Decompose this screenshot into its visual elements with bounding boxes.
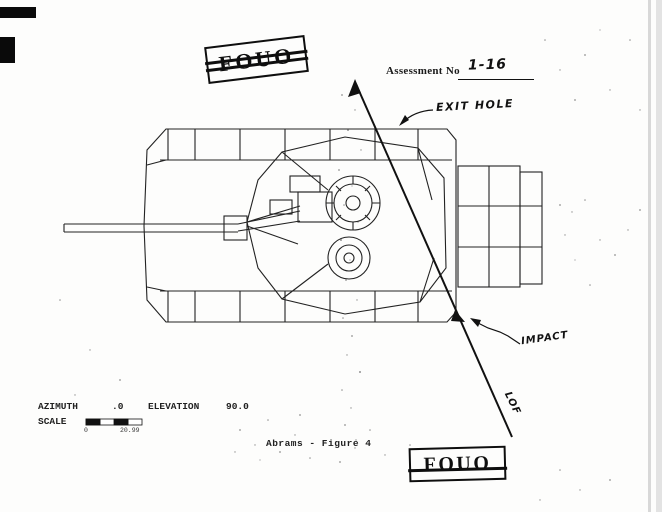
assessment-no-value: 1-16 bbox=[467, 56, 508, 74]
elevation-label: ELEVATION bbox=[148, 401, 200, 412]
fouo-stamp-bottom-text: FOUO bbox=[423, 451, 492, 476]
scale-end-value: 20.99 bbox=[120, 427, 140, 434]
scan-noise bbox=[59, 29, 641, 501]
azimuth-value: .0 bbox=[112, 401, 124, 412]
rear-deck bbox=[457, 165, 543, 288]
loader-hatch bbox=[327, 236, 371, 280]
fouo-stamp-bottom: FOUO bbox=[408, 445, 508, 483]
gun-barrel bbox=[63, 210, 301, 241]
scan-streak-right bbox=[648, 0, 651, 512]
scan-artifact-left-edge bbox=[0, 37, 15, 63]
assessment-no-label: Assessment No bbox=[386, 65, 460, 77]
scan-streak-far-right bbox=[656, 0, 662, 512]
figure-caption: Abrams - Figure 4 bbox=[266, 438, 372, 449]
turret bbox=[246, 136, 447, 315]
exit-hole-leader bbox=[399, 109, 434, 126]
elevation-value: 90.0 bbox=[226, 401, 249, 412]
impact-mark bbox=[451, 310, 465, 322]
commander-hatch bbox=[325, 175, 381, 231]
scale-bar bbox=[85, 418, 143, 426]
line-of-fire bbox=[348, 79, 513, 438]
impact-leader bbox=[470, 318, 521, 345]
scale-start-value: 0 bbox=[84, 427, 88, 434]
tank-drawing bbox=[63, 128, 543, 323]
hull-and-tracks bbox=[143, 128, 457, 323]
lof-arrowhead bbox=[348, 79, 361, 97]
assessment-underline bbox=[458, 79, 534, 80]
scale-label: SCALE bbox=[38, 416, 67, 427]
scan-artifact-top-left bbox=[0, 7, 36, 18]
azimuth-label: AZIMUTH bbox=[38, 401, 78, 412]
